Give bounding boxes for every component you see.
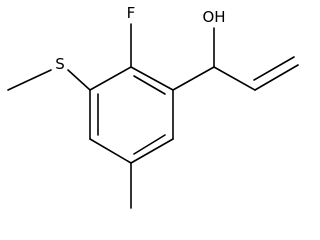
sulfur-atom-label: S [55, 55, 65, 73]
vinyl-double-bond-outer [254, 64, 299, 91]
fluorine-atom-label: F [127, 4, 136, 22]
bond-c6-sulfur [67, 69, 91, 91]
ring-double-bond-inner-c3-c4 [133, 134, 166, 155]
bond-carbinol-vinyl [213, 66, 256, 91]
ring-bond-c1-c2 [130, 66, 174, 91]
ring-bond-c4-c5 [89, 138, 132, 164]
bond-sulfur-methyl [7, 69, 52, 91]
ring-bond-c6-c1 [89, 66, 132, 91]
ring-double-bond-inner-c1-c2 [133, 75, 166, 95]
benzene-ring [89, 66, 174, 164]
chemical-structure: F OH S [7, 4, 299, 209]
substituent-bonds [7, 23, 299, 209]
vinyl-double-bond-inner [253, 56, 295, 81]
hydroxyl-group-label: OH [202, 8, 225, 26]
bond-c2-carbinol [172, 66, 215, 91]
ring-bond-c3-c4 [130, 138, 174, 164]
